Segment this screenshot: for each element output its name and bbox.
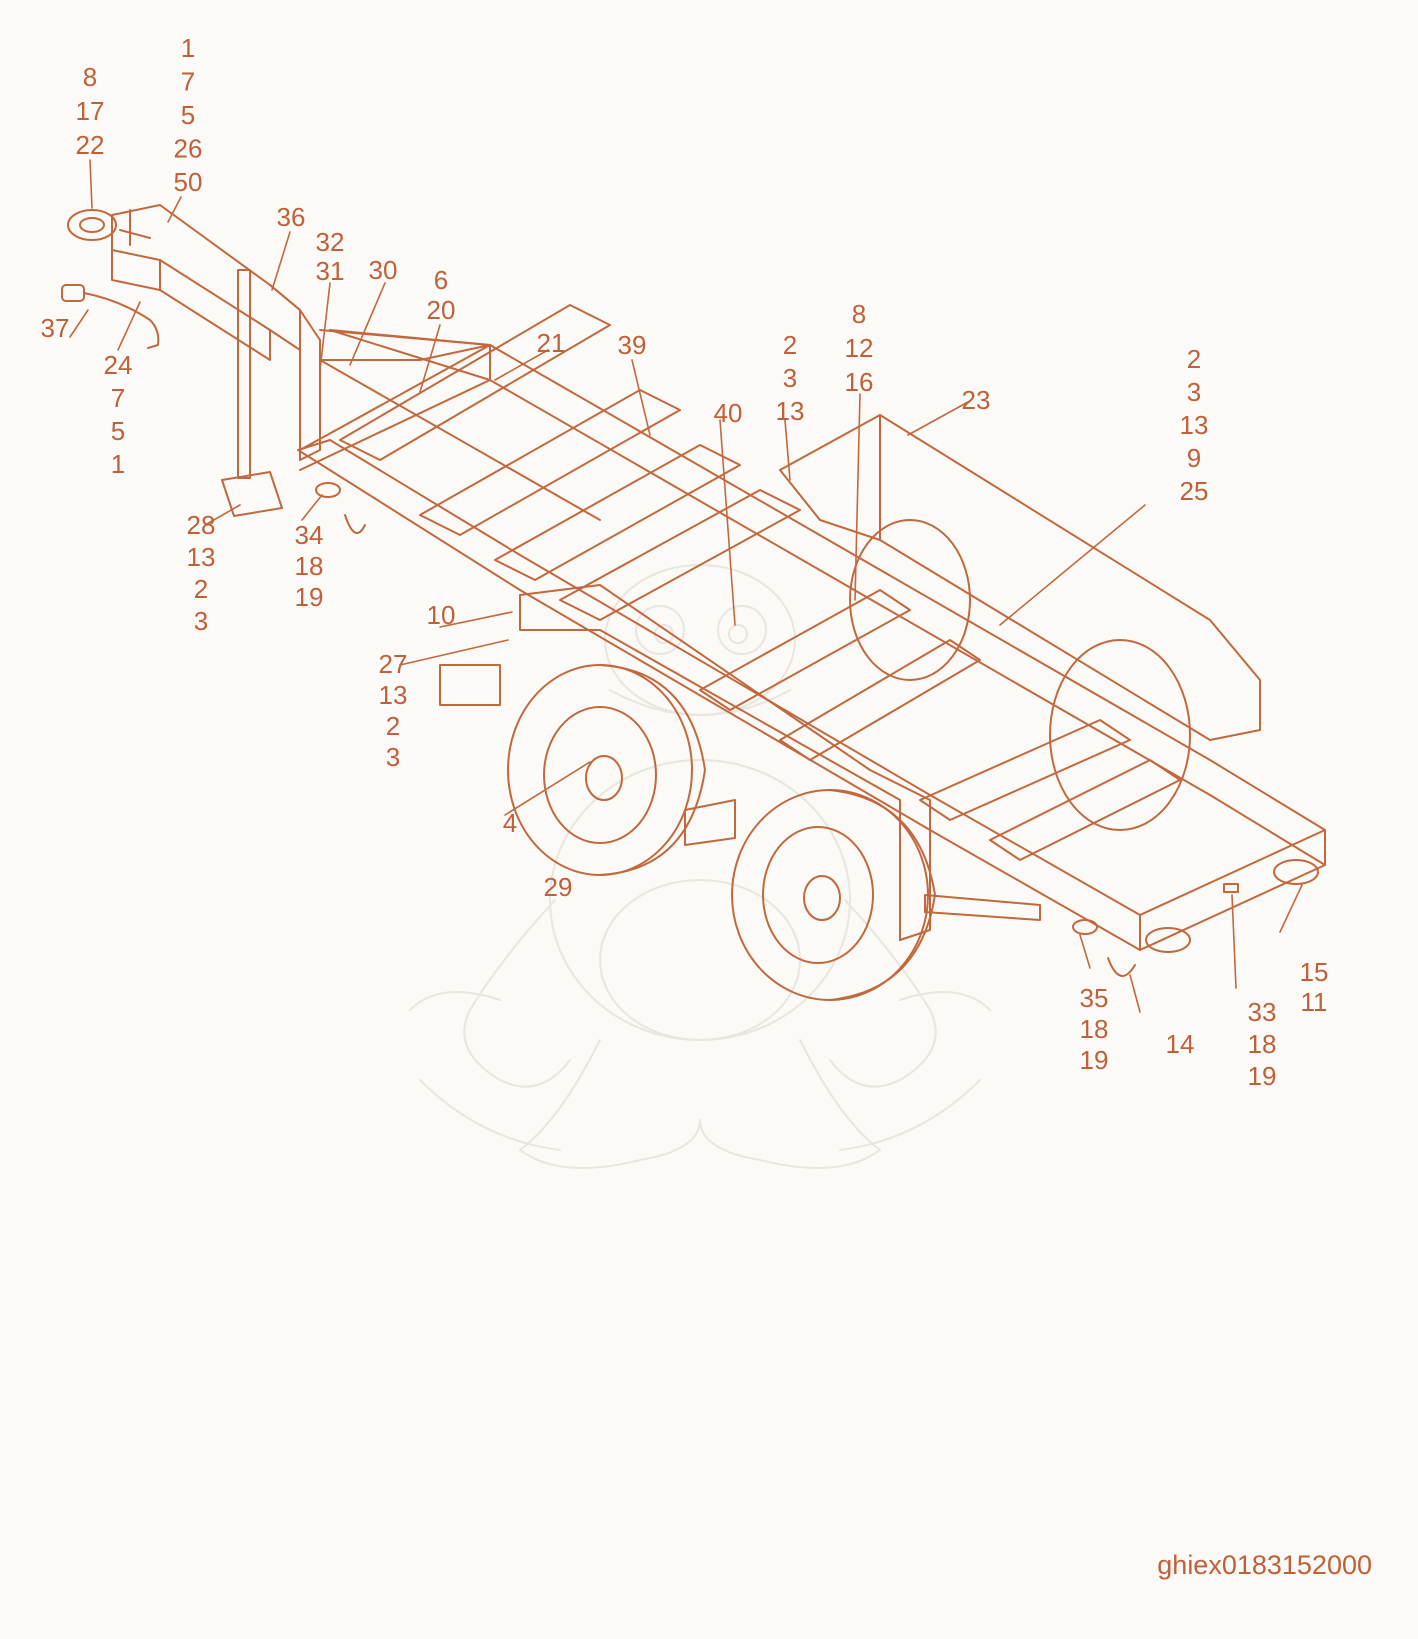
callout-number: 7 xyxy=(181,67,195,97)
callout-number: 1 xyxy=(111,449,125,479)
callout-number: 22 xyxy=(76,130,105,160)
callout-number: 6 xyxy=(434,265,448,295)
right-frame-rail xyxy=(329,329,1326,866)
callout-number: 4 xyxy=(503,808,517,838)
callout-number: 28 xyxy=(187,510,216,540)
callout-number: 24 xyxy=(104,350,133,380)
callout-number: 2 xyxy=(1187,344,1201,374)
drawing-id: ghiex0183152000 xyxy=(1157,1550,1372,1580)
callout-number: 15 xyxy=(1300,957,1329,987)
callout-number: 40 xyxy=(714,398,743,428)
callout-number: 8 xyxy=(83,62,97,92)
trailer-line-art xyxy=(61,204,1326,1001)
callout-number: 19 xyxy=(295,582,324,612)
callout-number: 2 xyxy=(386,711,400,741)
callout-number: 29 xyxy=(544,872,573,902)
jack-stand xyxy=(237,269,251,479)
callout-number: 18 xyxy=(1080,1014,1109,1044)
callout-number: 8 xyxy=(852,299,866,329)
callout-number: 34 xyxy=(295,520,324,550)
callout-number: 50 xyxy=(174,167,203,197)
callout-number: 11 xyxy=(1301,987,1328,1017)
callout-number: 35 xyxy=(1080,983,1109,1013)
callout-number: 18 xyxy=(1248,1029,1277,1059)
callout-number: 7 xyxy=(111,383,125,413)
callout-number: 3 xyxy=(194,606,208,636)
callout-number: 13 xyxy=(379,680,408,710)
callout-number: 26 xyxy=(174,134,203,164)
callout-number: 5 xyxy=(181,100,195,130)
callout-leader-lines xyxy=(69,159,1303,1013)
callout-number: 25 xyxy=(1180,476,1209,506)
callout-number: 17 xyxy=(76,96,105,126)
callout-number: 18 xyxy=(295,551,324,581)
callout-number: 3 xyxy=(1187,377,1201,407)
left-fender xyxy=(519,584,931,941)
callout-number: 2 xyxy=(194,574,208,604)
lunette-eye xyxy=(67,209,117,241)
callout-number: 39 xyxy=(618,330,647,360)
callout-number: 10 xyxy=(427,600,456,630)
callout-number: 37 xyxy=(41,313,70,343)
callout-number: 1 xyxy=(181,33,195,63)
callout-number: 21 xyxy=(537,328,566,358)
callout-number: 9 xyxy=(1187,443,1201,473)
callout-number: 13 xyxy=(1180,410,1209,440)
callout-number: 31 xyxy=(316,256,345,286)
callout-number: 3 xyxy=(783,363,797,393)
callout-number: 16 xyxy=(845,367,874,397)
drawbar xyxy=(111,204,301,351)
watermark-mascot xyxy=(409,564,991,1169)
tail-light-left xyxy=(1145,927,1191,953)
callout-number: 32 xyxy=(316,227,345,257)
callout-number: 19 xyxy=(1248,1061,1277,1091)
callout-number: 12 xyxy=(845,333,874,363)
callout-number: 13 xyxy=(776,396,805,426)
callout-number: 30 xyxy=(369,255,398,285)
callout-number: 5 xyxy=(111,416,125,446)
callout-number: 36 xyxy=(277,202,306,232)
callout-number: 27 xyxy=(379,649,408,679)
callout-number: 33 xyxy=(1248,997,1277,1027)
right-fender xyxy=(779,414,1261,741)
tail-light-right xyxy=(1273,859,1319,885)
callout-number: 3 xyxy=(386,742,400,772)
callout-number: 2 xyxy=(783,330,797,360)
callout-number: 14 xyxy=(1166,1029,1195,1059)
callout-number: 20 xyxy=(427,295,456,325)
callout-number: 23 xyxy=(962,385,991,415)
callout-number: 19 xyxy=(1080,1045,1109,1075)
callout-number: 13 xyxy=(187,542,216,572)
